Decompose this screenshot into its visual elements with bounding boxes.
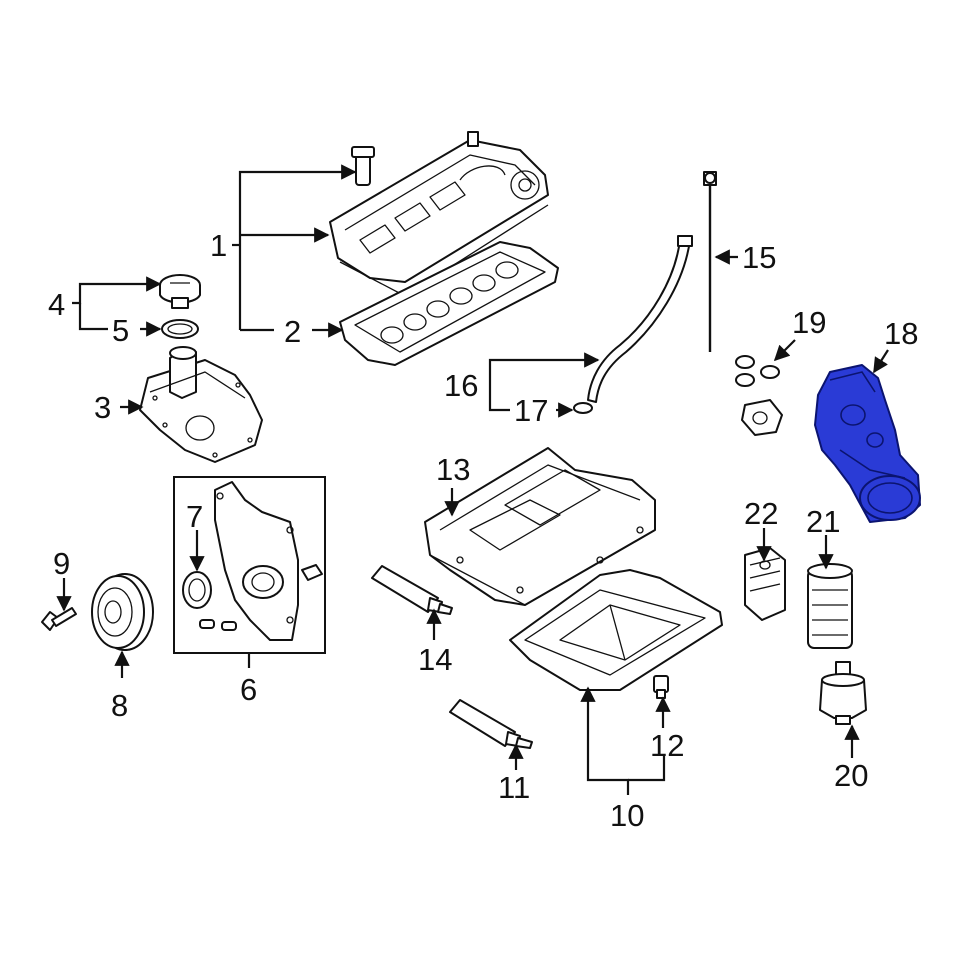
callout-5: 5 [112,313,129,348]
part-oil-filter-housing[interactable] [814,364,921,523]
part-sealant-tube-11[interactable] [449,699,533,749]
part-cap-o-ring[interactable] [161,319,199,339]
callout-19: 19 [792,305,826,340]
callout-2: 2 [284,314,301,349]
callout-10: 10 [610,798,644,833]
part-oil-filter-element[interactable] [807,563,853,649]
part-sealant-tube-14[interactable] [371,565,453,615]
callout-7: 7 [186,499,203,534]
callout-6: 6 [240,672,257,707]
part-crank-seal[interactable] [182,571,212,609]
callout-1: 1 [210,228,227,263]
part-pulley-bolt[interactable] [41,607,77,631]
part-lower-oil-pan[interactable] [509,569,723,691]
part-gasket-set[interactable] [735,355,783,436]
part-dowel-pins[interactable] [199,619,237,631]
callout-8: 8 [111,688,128,723]
part-tube-o-ring[interactable] [573,402,593,414]
callout-numbers: 1 2 3 4 5 6 7 8 9 10 11 12 13 14 15 16 1… [48,228,918,833]
callout-3: 3 [94,390,111,425]
part-valve-cover[interactable] [329,131,549,297]
callout-18: 18 [884,316,918,351]
part-crankshaft-pulley[interactable] [91,573,154,651]
part-valve-cover-gasket[interactable] [339,241,559,366]
part-valve-cover-bolt[interactable] [351,146,375,186]
callout-13: 13 [436,452,470,487]
callout-22: 22 [744,496,778,531]
callout-17: 17 [514,393,548,428]
callout-16: 16 [444,368,478,403]
part-drain-plug[interactable] [653,675,669,699]
part-timing-cover[interactable] [214,481,323,641]
part-dipstick[interactable] [703,171,717,352]
part-upper-oil-pan[interactable] [424,447,656,606]
callout-9: 9 [53,546,70,581]
callout-12: 12 [650,728,684,763]
callout-20: 20 [834,758,868,793]
part-dipstick-tube[interactable] [587,235,693,403]
callout-15: 15 [742,240,776,275]
callout-21: 21 [806,504,840,539]
callout-11: 11 [498,770,530,805]
leader-lines [56,164,889,795]
part-front-cover[interactable] [139,346,263,463]
callout-4: 4 [48,287,65,322]
part-filter-cap[interactable] [819,661,867,725]
part-oil-filler-cap[interactable] [159,274,201,309]
callout-14: 14 [418,642,452,677]
